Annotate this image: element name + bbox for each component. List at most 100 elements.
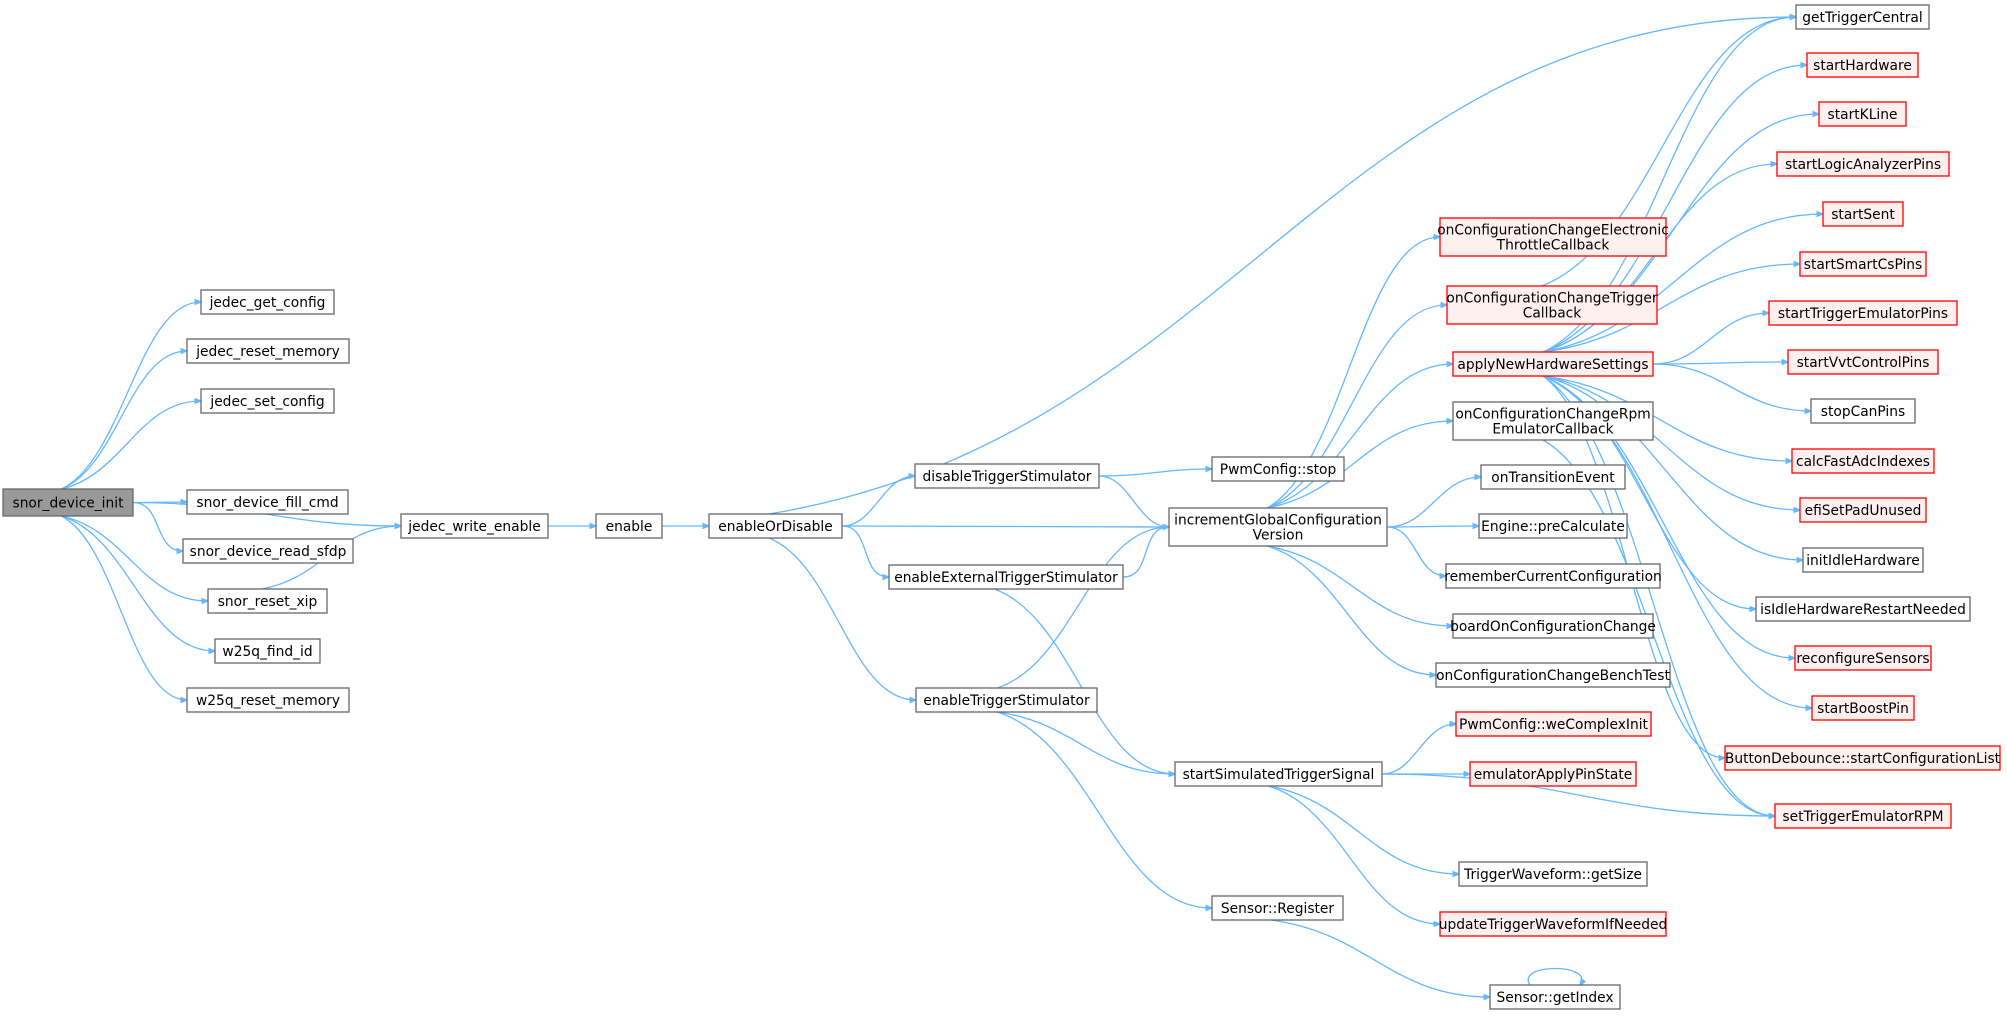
edge-layer bbox=[61, 17, 1824, 997]
node-label: reconfigureSensors bbox=[1796, 651, 1929, 667]
node-settriggeremulatorrpm[interactable]: setTriggerEmulatorRPM bbox=[1774, 803, 1952, 829]
node-snor-reset-xip[interactable]: snor_reset_xip bbox=[207, 588, 328, 614]
node-pwmconfig-wecomplexinit[interactable]: PwmConfig::weComplexInit bbox=[1455, 711, 1652, 737]
node-label: w25q_reset_memory bbox=[196, 693, 340, 709]
node-stopcanpins[interactable]: stopCanPins bbox=[1810, 398, 1916, 424]
node-engine-precalculate[interactable]: Engine::preCalculate bbox=[1478, 513, 1628, 539]
node-snor-device-init[interactable]: snor_device_init bbox=[2, 488, 134, 517]
node-box bbox=[1799, 497, 1927, 523]
edge-enableordisable-to-gettriggercentral bbox=[768, 17, 1796, 515]
node-label: startLogicAnalyzerPins bbox=[1785, 157, 1941, 173]
node-jedec-set-config[interactable]: jedec_set_config bbox=[200, 388, 335, 414]
node-isidlehardwarerestartneeded[interactable]: isIdleHardwareRestartNeeded bbox=[1755, 596, 1971, 622]
node-snor-device-fill-cmd[interactable]: snor_device_fill_cmd bbox=[186, 489, 349, 515]
edge bbox=[1386, 477, 1481, 528]
edge bbox=[1266, 364, 1453, 509]
node-ontransitionevent[interactable]: onTransitionEvent bbox=[1480, 464, 1626, 490]
node-label: isIdleHardwareRestartNeeded bbox=[1760, 602, 1966, 618]
edge-startsimulatedtriggersignal-to-settriggeremulatorrpm bbox=[1381, 773, 1775, 816]
node-w25q-find-id[interactable]: w25q_find_id bbox=[214, 638, 321, 664]
node-efisetpadunused[interactable]: efiSetPadUnused bbox=[1799, 497, 1927, 523]
edge-sensor_register-to-sensor_getindex bbox=[1270, 919, 1490, 997]
node-box bbox=[1774, 803, 1952, 829]
node-label: applyNewHardwareSettings bbox=[1457, 357, 1648, 373]
node-onconfigurationchangebenchtest[interactable]: onConfigurationChangeBenchTest bbox=[1435, 662, 1671, 688]
node-enableexternaltriggerstimulator[interactable]: enableExternalTriggerStimulator bbox=[888, 564, 1124, 590]
node-label: startKLine bbox=[1828, 107, 1898, 123]
edge bbox=[1542, 375, 1803, 560]
node-applynewhardwaresettings[interactable]: applyNewHardwareSettings bbox=[1452, 351, 1654, 377]
node-box bbox=[1791, 448, 1935, 474]
node-label: incrementGlobalConfiguration bbox=[1174, 513, 1382, 529]
node-label: onTransitionEvent bbox=[1491, 470, 1615, 486]
node-label: snor_device_fill_cmd bbox=[196, 495, 338, 511]
node-box bbox=[1478, 513, 1628, 539]
edge bbox=[61, 351, 188, 490]
edge bbox=[1527, 967, 1582, 986]
node-calcfastadcindexes[interactable]: calcFastAdcIndexes bbox=[1791, 448, 1935, 474]
node-enableordisable[interactable]: enableOrDisable bbox=[708, 513, 843, 539]
node-remembercurrentconfiguration[interactable]: rememberCurrentConfiguration bbox=[1444, 563, 1662, 589]
node-updatetriggerwaveformifneeded[interactable]: updateTriggerWaveformIfNeeded bbox=[1439, 911, 1667, 937]
edge-applynewhardwaresettings-to-efisetpadunused bbox=[1542, 375, 1800, 510]
node-box bbox=[1794, 645, 1932, 671]
node-gettriggercentral[interactable]: getTriggerCentral bbox=[1795, 4, 1930, 30]
edge-enabletriggerstimulator-to-incrementglobalconfigurationversion bbox=[997, 527, 1169, 689]
node-box bbox=[207, 588, 328, 614]
node-label: boardOnConfigurationChange bbox=[1450, 619, 1656, 635]
node-jedec-reset-memory[interactable]: jedec_reset_memory bbox=[186, 338, 350, 364]
node-label: onConfigurationChangeRpm bbox=[1455, 407, 1650, 423]
node-snor-device-read-sfdp[interactable]: snor_device_read_sfdp bbox=[182, 538, 354, 564]
node-label: efiSetPadUnused bbox=[1805, 503, 1922, 519]
node-startsent[interactable]: startSent bbox=[1822, 201, 1904, 227]
edge-snor_device_init-to-jedec_set_config bbox=[61, 401, 202, 490]
node-label: PwmConfig::weComplexInit bbox=[1459, 717, 1649, 733]
node-starttriggeremulatorpins[interactable]: startTriggerEmulatorPins bbox=[1768, 300, 1958, 326]
node-enable[interactable]: enable bbox=[595, 513, 663, 539]
node-initidlehardware[interactable]: initIdleHardware bbox=[1802, 547, 1924, 573]
node-sensor-getindex[interactable]: Sensor::getIndex bbox=[1489, 984, 1621, 1010]
node-pwmconfig-stop[interactable]: PwmConfig::stop bbox=[1211, 456, 1345, 482]
node-jedec-get-config[interactable]: jedec_get_config bbox=[200, 289, 335, 315]
edge bbox=[1266, 305, 1447, 509]
node-box bbox=[1768, 300, 1958, 326]
node-startkline[interactable]: startKLine bbox=[1818, 101, 1907, 127]
node-starthardware[interactable]: startHardware bbox=[1806, 52, 1919, 78]
node-startsmartcspins[interactable]: startSmartCsPins bbox=[1799, 251, 1927, 277]
node-disabletriggerstimulator[interactable]: disableTriggerStimulator bbox=[914, 463, 1100, 489]
node-startvvtcontrolpins[interactable]: startVvtControlPins bbox=[1787, 349, 1939, 375]
node-w25q-reset-memory[interactable]: w25q_reset_memory bbox=[186, 687, 350, 713]
node-box bbox=[1452, 401, 1654, 441]
node-label: calcFastAdcIndexes bbox=[1796, 454, 1930, 470]
node-enabletriggerstimulator[interactable]: enableTriggerStimulator bbox=[915, 687, 1098, 713]
node-box bbox=[1211, 895, 1344, 921]
node-onconfigurationchangeelectronicthrottlecallback[interactable]: onConfigurationChangeElectronicThrottleC… bbox=[1437, 217, 1669, 257]
node-label: enableOrDisable bbox=[718, 519, 832, 535]
node-box bbox=[186, 687, 350, 713]
node-startlogicanalyzerpins[interactable]: startLogicAnalyzerPins bbox=[1776, 151, 1950, 177]
node-box bbox=[1455, 711, 1652, 737]
edge bbox=[768, 17, 1796, 515]
node-startsimulatedtriggersignal[interactable]: startSimulatedTriggerSignal bbox=[1174, 761, 1383, 787]
node-boardonconfigurationchange[interactable]: boardOnConfigurationChange bbox=[1450, 613, 1656, 639]
edge bbox=[997, 527, 1169, 689]
node-reconfiguresensors[interactable]: reconfigureSensors bbox=[1794, 645, 1932, 671]
node-startboostpin[interactable]: startBoostPin bbox=[1811, 695, 1915, 721]
node-buttondebounce-startconfigurationlist[interactable]: ButtonDebounce::startConfigurationList bbox=[1724, 745, 2001, 771]
node-label: Engine::preCalculate bbox=[1481, 519, 1625, 535]
node-jedec-write-enable[interactable]: jedec_write_enable bbox=[400, 513, 549, 539]
edge-enableordisable-to-enabletriggerstimulator bbox=[768, 537, 916, 700]
node-box bbox=[186, 338, 350, 364]
node-label: Sensor::getIndex bbox=[1497, 990, 1614, 1006]
edge bbox=[1542, 264, 1800, 353]
node-emulatorapplypinstate[interactable]: emulatorApplyPinState bbox=[1469, 761, 1637, 787]
edge bbox=[1268, 785, 1459, 874]
node-label: Version bbox=[1253, 528, 1304, 544]
node-sensor-register[interactable]: Sensor::Register bbox=[1211, 895, 1344, 921]
node-triggerwaveform-getsize[interactable]: TriggerWaveform::getSize bbox=[1458, 861, 1648, 887]
node-box bbox=[1724, 745, 2001, 771]
